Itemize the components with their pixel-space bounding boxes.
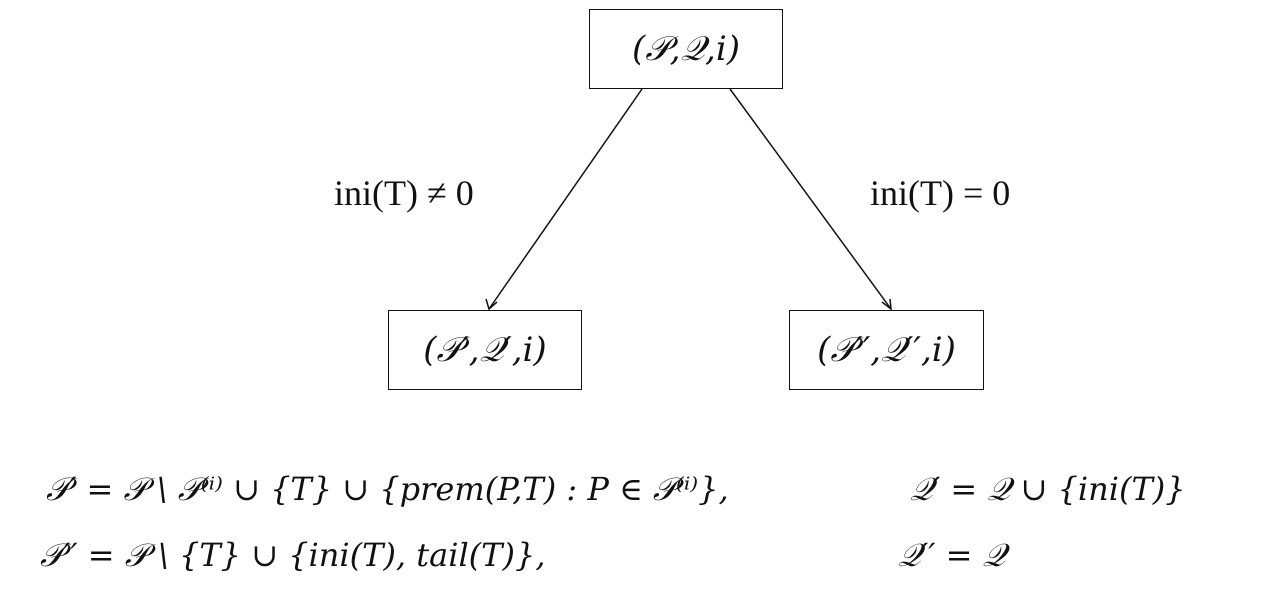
right-edge-label: ini(T) = 0	[870, 173, 1011, 213]
left-node-label: (𝒫′,𝒬′,i)	[423, 330, 547, 370]
edge-root-left	[488, 88, 643, 310]
formula-q-double-prime: 𝒬′′ = 𝒬	[898, 536, 1006, 574]
edge-root-right	[729, 88, 892, 310]
formula-p-prime: 𝒫′ = 𝒫 \ 𝒫⁽ⁱ⁾ ∪ {T} ∪ {prem(P,T) : P ∈ 𝒫…	[46, 470, 729, 508]
right-node: (𝒫′′,𝒬′′,i)	[789, 310, 984, 390]
formula-q-prime: 𝒬′ = 𝒬 ∪ {ini(T)}	[910, 470, 1186, 508]
edge-root-left-arrowhead	[485, 298, 498, 311]
root-node: (𝒫,𝒬,i)	[589, 9, 783, 89]
left-node: (𝒫′,𝒬′,i)	[388, 310, 582, 390]
formula-p-double-prime: 𝒫′′ = 𝒫 \ {T} ∪ {ini(T), tail(T)},	[40, 536, 546, 574]
root-node-label: (𝒫,𝒬,i)	[632, 29, 740, 69]
edge-root-right-arrowhead	[881, 298, 892, 311]
right-node-label: (𝒫′′,𝒬′′,i)	[817, 330, 956, 370]
left-edge-label: ini(T) ≠ 0	[334, 173, 474, 213]
